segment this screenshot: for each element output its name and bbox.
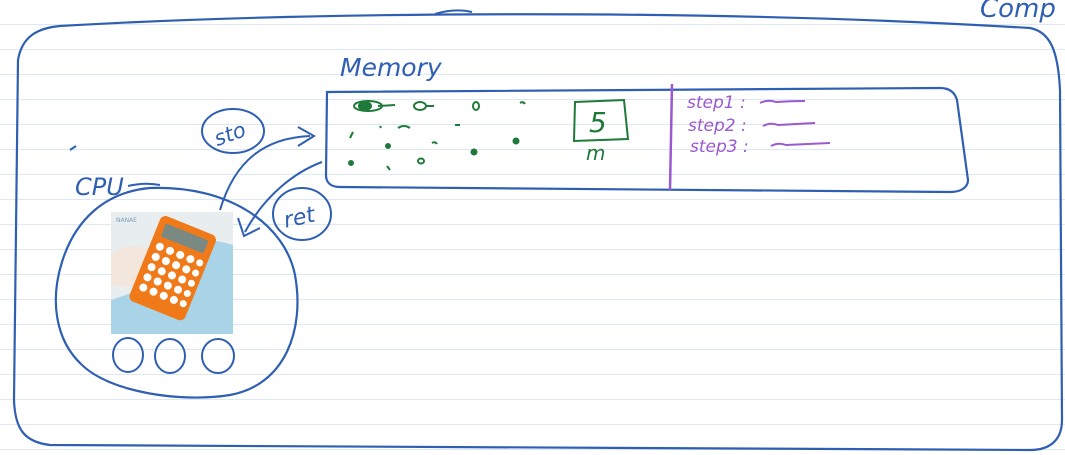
cpu-registers — [112, 337, 235, 374]
computer-title: Comp — [980, 0, 1056, 24]
memory-label: Memory — [340, 53, 443, 82]
store-label-circle — [201, 108, 265, 154]
step-1-value-line — [759, 99, 806, 104]
store-arrow-head — [297, 126, 316, 147]
step-1-label: step1 : — [687, 93, 746, 113]
retrieve-label: ret — [282, 202, 319, 233]
store-arrow — [219, 135, 311, 211]
cpu-circle — [54, 186, 299, 399]
photo-brand-text: NANAE — [116, 217, 137, 224]
store-label: sto — [211, 117, 249, 151]
register-1 — [112, 337, 144, 373]
memory-cell-box — [572, 98, 630, 143]
steps-divider — [668, 83, 674, 191]
memory-cell-value: 5 — [589, 106, 607, 139]
step-2-value-line — [762, 122, 816, 127]
step-3-label: step3 : — [690, 137, 749, 157]
calculator-body — [129, 216, 216, 321]
memory-data-marks — [348, 100, 526, 171]
calculator-display — [161, 223, 209, 253]
register-2 — [154, 338, 186, 374]
calculator-image: NANAE — [111, 212, 233, 334]
cpu-tick-mark — [69, 145, 77, 151]
retrieve-arrow — [244, 161, 323, 233]
cpu-underline — [127, 182, 161, 187]
register-3 — [201, 338, 235, 374]
computer-outline — [12, 13, 1064, 452]
retrieve-arrow-head — [237, 217, 261, 238]
steps-list: step1 : step2 : step3 : — [687, 93, 831, 157]
step-3-value-line — [770, 142, 831, 147]
outline-top-stroke — [434, 9, 473, 15]
retrieve-label-circle — [272, 187, 332, 241]
calculator-keys — [139, 242, 204, 308]
memory-cell-label: m — [586, 141, 605, 165]
step-2-label: step2 : — [688, 116, 747, 136]
memory-box — [324, 86, 970, 194]
